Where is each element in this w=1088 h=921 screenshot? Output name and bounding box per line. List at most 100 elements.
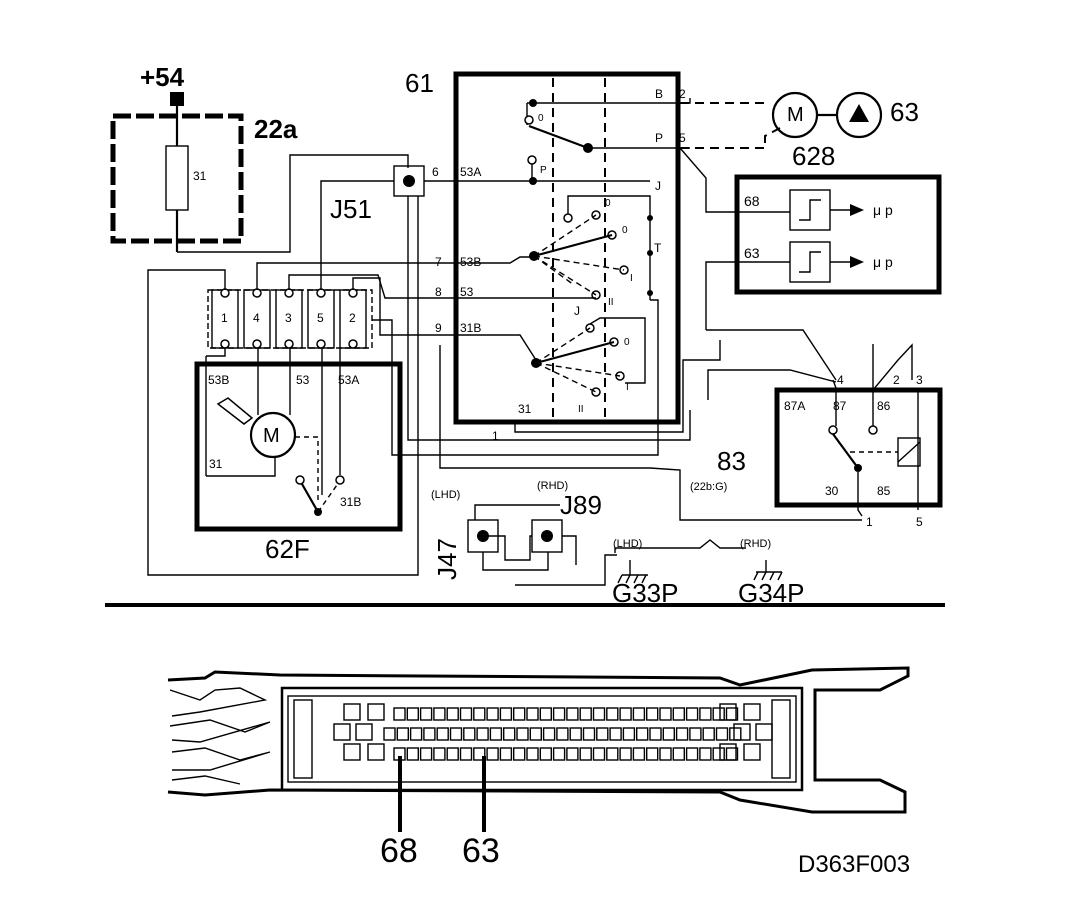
connector-pin [566, 707, 579, 721]
relay-30-label: 30 [825, 484, 839, 498]
motor-628-label: 628 [792, 141, 835, 171]
connector-pin [459, 747, 473, 761]
connector-pin [632, 747, 646, 761]
sw-low-II-label: II [578, 404, 584, 415]
connector-pin [733, 723, 751, 741]
relay-4-label: 4 [837, 373, 844, 387]
connector-pin [383, 727, 396, 741]
switch-61: 61 0 B 2 P 5 P J [405, 68, 721, 433]
rhd-label-2: (RHD) [740, 538, 771, 550]
connector-pin [473, 747, 486, 761]
connector-pin [689, 727, 702, 741]
connector-pin [529, 727, 542, 741]
connector-pin [393, 707, 406, 721]
sw-low-I-label: I [626, 382, 629, 393]
harness-wires: 7 53B 8 53 9 31B 1 [147, 180, 862, 576]
connector-pin [459, 707, 473, 721]
sw-0-label: 0 [538, 113, 544, 124]
connector-pin [406, 747, 419, 761]
connector-pin [419, 747, 433, 761]
term-5-label: 5 [679, 131, 686, 145]
connector-pin [333, 723, 351, 741]
sw-mid-0-label: 0 [605, 198, 611, 209]
rhd-label-1: (RHD) [537, 480, 568, 492]
connector-block: 1 4 3 5 2 [206, 288, 373, 357]
conn-5-label: 5 [317, 311, 324, 325]
junction-j51: J51 6 53A [330, 165, 481, 224]
connector-pin [406, 707, 419, 721]
ecu-inputs: μ p 68 μ p 63 [679, 147, 942, 330]
relay-83: 83 (22b:G) 87A 87 86 30 85 4 2 3 1 5 [690, 329, 943, 529]
connector-pin [729, 727, 742, 741]
relay-1-label: 1 [866, 515, 873, 529]
connector-pin [659, 707, 672, 721]
connector-pin [715, 727, 729, 741]
connector-pin [592, 707, 606, 721]
connector-pin [476, 727, 489, 741]
connector-pin [355, 723, 373, 741]
connector-pin [367, 703, 385, 721]
conn-2-label: 2 [349, 311, 356, 325]
connector-pin [622, 727, 636, 741]
wire-53a-label: 53A [460, 165, 481, 179]
pin7-label: 7 [435, 255, 442, 269]
connector-pin [579, 747, 592, 761]
connector-pin [542, 727, 556, 741]
connector-pin [556, 727, 569, 741]
relay-83-sub-label: (22b:G) [690, 481, 727, 493]
connector-pin [419, 707, 433, 721]
connector-pin [743, 703, 761, 721]
connector-pin [619, 747, 632, 761]
m-31b-label: 31B [340, 495, 361, 509]
lhd-label-2: (LHD) [613, 538, 642, 550]
relay-5-label: 5 [916, 515, 923, 529]
m-53a-label: 53A [338, 373, 359, 387]
connector-pin [719, 703, 737, 721]
connector-pin [343, 703, 361, 721]
connector-pin [446, 707, 459, 721]
pin8-label: 8 [435, 285, 442, 299]
connector-pin [685, 707, 699, 721]
mup-1-label: μ p [873, 202, 893, 218]
relay-85-label: 85 [877, 484, 891, 498]
term-P-label: P [655, 131, 663, 145]
connector-pin [619, 707, 632, 721]
connector-pin [539, 747, 552, 761]
connector-pin [516, 727, 529, 741]
fuse-31-label: 31 [193, 169, 207, 183]
document-id: D363F003 [798, 851, 910, 878]
lhd-label-1: (LHD) [431, 489, 460, 501]
connector-pin [712, 707, 725, 721]
connector-pin [569, 727, 582, 741]
connector-pin [566, 747, 579, 761]
sw-P-label: P [540, 165, 547, 176]
connector-pin [755, 723, 773, 741]
connector-pin [503, 727, 516, 741]
connector-pin [592, 747, 606, 761]
connector-pin [646, 747, 659, 761]
ground-junction: (LHD) (RHD) J89 J47 (LHD) (RHD) G33P G34… [431, 480, 805, 608]
term-2-label: 2 [679, 87, 686, 101]
connector-pin [659, 747, 672, 761]
connector-pin [499, 747, 513, 761]
sw-J-label: J [574, 304, 580, 318]
connector-pin [685, 747, 699, 761]
connector-pin [743, 743, 761, 761]
relay-83-label: 83 [717, 446, 746, 476]
wiper-motor-62F: 62F 53B 53 53A 31 31B M [194, 348, 403, 564]
sw-low-0-label: 0 [624, 337, 630, 348]
conn-4-label: 4 [253, 311, 260, 325]
ecu-68-label: 68 [744, 193, 760, 209]
connector-pin [552, 707, 566, 721]
connector-pin [473, 707, 486, 721]
pump-63: 63 [835, 91, 919, 139]
connector-pin [463, 727, 476, 741]
sw-mid-0b-label: 0 [622, 225, 628, 236]
connector-pin [513, 747, 526, 761]
fuse-22a: +54 22a 31 [110, 62, 298, 252]
connector-pin [596, 727, 609, 741]
j47-label: J47 [432, 538, 462, 580]
connector-pin [446, 747, 459, 761]
connector-pin [699, 707, 712, 721]
